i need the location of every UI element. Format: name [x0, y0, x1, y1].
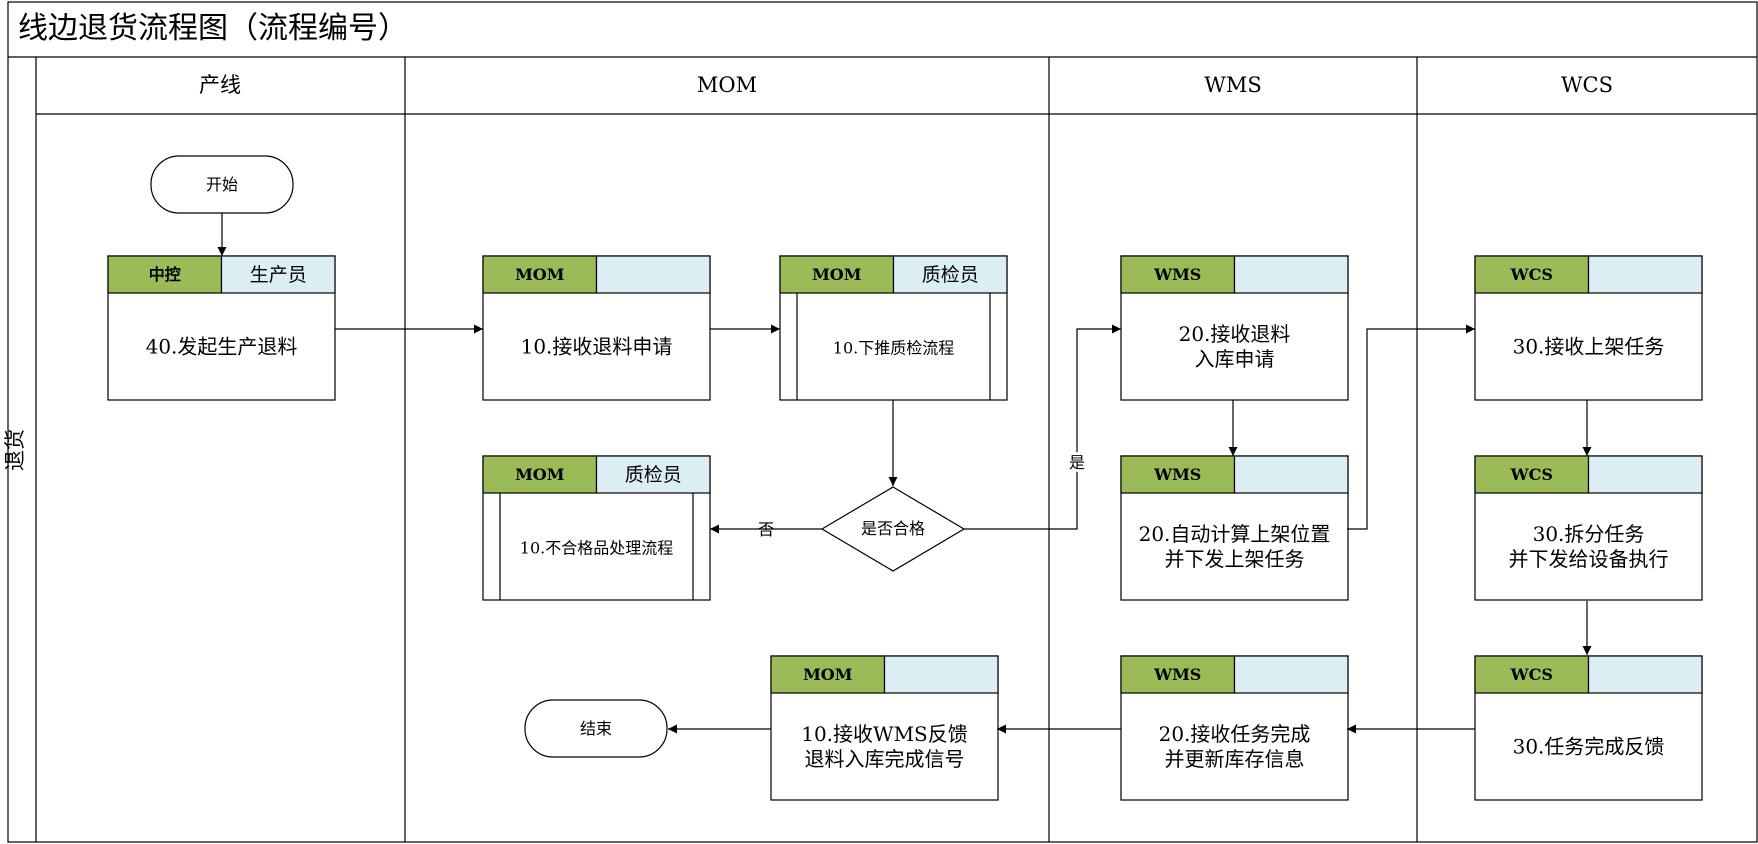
box-body-text: 40.发起生产退料 [146, 335, 298, 359]
box-body-text: 10.下推质检流程 [833, 339, 954, 358]
lane-header-wcs: WCS [1561, 73, 1613, 97]
svg-text:结束: 结束 [580, 719, 612, 738]
process-box-b3: MOM 质检员 10.下推质检流程 [779, 255, 1008, 401]
lane-header-production: 产线 [199, 73, 241, 97]
edge-label-yes: 是 [1069, 453, 1085, 472]
process-box-b1: 中控 生产员 40.发起生产退料 [107, 255, 336, 401]
lane-header-mom: MOM [697, 73, 757, 97]
box-body-text: 30.任务完成反馈 [1513, 735, 1665, 759]
swimlane-frame [7, 1, 1758, 843]
box-body-text: 入库申请 [1195, 347, 1275, 371]
box-system-label: WCS [1510, 665, 1553, 684]
edge-decision-to-b5 [964, 324, 1121, 530]
process-box-b7: WCS 30.接收上架任务 [1474, 255, 1703, 401]
end-terminal: 结束 [524, 699, 668, 758]
start-terminal: 开始 [150, 155, 294, 214]
box-body-text: 30.拆分任务 [1533, 522, 1645, 546]
box-role-label: 质检员 [625, 464, 682, 486]
box-system-label: 中控 [149, 265, 181, 284]
box-body-text: 20.接收任务完成 [1159, 722, 1311, 746]
edge-b6-to-b7 [1347, 324, 1475, 530]
box-role-label: 质检员 [922, 264, 979, 286]
box-body-text: 10.接收WMS反馈 [801, 722, 968, 746]
box-body-text: 并更新库存信息 [1165, 747, 1305, 771]
process-box-b2: MOM 10.接收退料申请 [482, 255, 711, 401]
decision-diamond: 是否合格 [820, 486, 966, 572]
row-label: 退货 [3, 429, 27, 471]
box-system-label: WMS [1153, 665, 1201, 684]
box-body-text: 10.不合格品处理流程 [520, 539, 673, 558]
process-box-b9: WCS 30.任务完成反馈 [1474, 655, 1703, 801]
box-body-text: 并下发给设备执行 [1509, 547, 1669, 571]
box-system-label: WCS [1510, 265, 1553, 284]
box-body-text: 20.接收退料 [1179, 322, 1291, 346]
box-system-label: MOM [515, 465, 564, 484]
box-body-text: 20.自动计算上架位置 [1139, 522, 1331, 546]
box-system-label: MOM [812, 265, 861, 284]
svg-text:开始: 开始 [206, 175, 238, 194]
lane-header-wms: WMS [1204, 73, 1261, 97]
box-system-label: WMS [1153, 465, 1201, 484]
edge-label-no: 否 [758, 520, 774, 539]
process-boxes: 中控 生产员 40.发起生产退料 MOM 10.接收退料申请 MOM 质检员 10.下推质检流… [107, 255, 1703, 801]
connectors [217, 213, 1592, 734]
svg-text:是否合格: 是否合格 [861, 519, 925, 538]
box-body-text: 并下发上架任务 [1165, 547, 1305, 571]
box-role-label: 生产员 [250, 264, 307, 286]
page-title: 线边退货流程图（流程编号） [18, 11, 408, 46]
box-body-text: 10.接收退料申请 [521, 335, 673, 359]
box-system-label: MOM [515, 265, 564, 284]
box-body-text: 30.接收上架任务 [1513, 335, 1665, 359]
process-box-b4: MOM 质检员 10.不合格品处理流程 [482, 455, 711, 601]
box-body-text: 退料入库完成信号 [805, 747, 965, 771]
box-system-label: MOM [803, 665, 852, 684]
box-system-label: WMS [1153, 265, 1201, 284]
box-system-label: WCS [1510, 465, 1553, 484]
